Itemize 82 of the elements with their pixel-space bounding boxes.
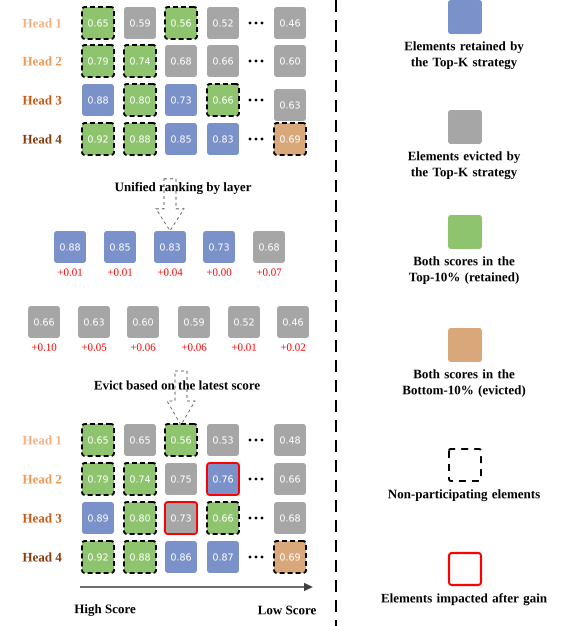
legend-label: Elements impacted after gain (381, 593, 547, 606)
score-box: 0.85 (165, 123, 197, 155)
score-box: 0.69 (273, 122, 307, 156)
block-arrow (155, 178, 185, 232)
gain-value: +0.02 (280, 343, 306, 351)
score-box: 0.88 (82, 84, 114, 116)
score-box: 0.56 (164, 6, 198, 40)
head-label: Head 4 (22, 134, 62, 144)
score-box: 0.80 (123, 83, 157, 117)
gain-value: +0.06 (130, 343, 156, 351)
score-box: 0.59 (178, 306, 210, 338)
score-box: 0.48 (274, 424, 306, 456)
score-box: 0.87 (207, 541, 239, 573)
score-box: 0.92 (81, 540, 115, 574)
gain-value: +0.04 (158, 268, 183, 276)
score-box: 0.66 (206, 83, 240, 117)
gain-value: +0.05 (82, 343, 106, 351)
score-box: 0.89 (82, 502, 114, 534)
score-box: 0.53 (207, 424, 239, 456)
score-box: 0.73 (203, 231, 235, 263)
head-label: Head 1 (22, 18, 62, 28)
score-box: 0.65 (124, 424, 156, 456)
head-label: Head 3 (22, 513, 62, 523)
gain-value: +0.00 (206, 268, 232, 276)
gain-value: +0.07 (256, 268, 282, 276)
score-box: 0.66 (28, 306, 60, 338)
score-box: 0.83 (207, 123, 239, 155)
score-box: 0.79 (81, 462, 115, 496)
legend-label: Elements evicted by the Top-K strategy (408, 151, 520, 180)
score-box: 0.88 (123, 122, 157, 156)
score-box: 0.46 (274, 7, 306, 39)
score-box: 0.66 (274, 463, 306, 495)
axis-label: Low Score (258, 606, 316, 614)
gain-value: +0.10 (32, 343, 56, 351)
score-box: 0.68 (165, 45, 197, 77)
head-label: Head 1 (22, 435, 62, 445)
score-box: 0.86 (165, 541, 197, 573)
score-box: 0.69 (273, 540, 307, 574)
score-box: 0.76 (206, 462, 240, 496)
score-box: 0.65 (81, 423, 115, 457)
score-box: 0.46 (277, 306, 309, 338)
score-box: 0.79 (81, 44, 115, 78)
step-label: Evict based on the latest score (94, 380, 260, 390)
block-arrow (166, 370, 196, 426)
legend-label: Both scores in the Top-10% (retained) (408, 256, 519, 284)
score-box: 0.66 (207, 45, 239, 77)
score-box: 0.60 (127, 306, 159, 338)
score-box: 0.68 (274, 502, 306, 534)
score-box: 0.83 (154, 231, 186, 263)
score-box: 0.63 (274, 89, 306, 121)
gain-value: +0.01 (108, 268, 132, 276)
score-box: 0.73 (165, 84, 197, 116)
legend-label: Both scores in the Bottom-10% (evicted) (402, 369, 526, 397)
head-label: Head 2 (22, 56, 62, 66)
score-box: 0.85 (104, 231, 136, 263)
axis-label: High Score (74, 604, 136, 616)
score-box: 0.88 (54, 231, 86, 263)
head-label: Head 3 (22, 95, 62, 105)
score-box: 0.68 (253, 231, 285, 263)
score-box: 0.52 (228, 306, 260, 338)
head-label: Head 4 (22, 552, 62, 562)
score-box: 0.63 (78, 306, 110, 338)
score-box: 0.60 (274, 45, 306, 77)
gain-value: +0.06 (182, 343, 206, 351)
score-box: 0.73 (164, 501, 198, 535)
head-label: Head 2 (22, 474, 62, 484)
gain-value: +0.01 (232, 343, 256, 351)
score-box: 0.65 (81, 6, 115, 40)
score-box: 0.80 (123, 501, 157, 535)
score-box: 0.88 (123, 540, 157, 574)
legend-label: Non-participating elements (388, 489, 540, 502)
legend-label: Elements retained by the Top-K strategy (404, 41, 524, 70)
score-box: 0.66 (206, 501, 240, 535)
step-label: Unified ranking by layer (114, 182, 252, 194)
score-box: 0.74 (123, 44, 157, 78)
score-box: 0.75 (165, 463, 197, 495)
gain-value: +0.01 (58, 268, 82, 276)
score-box: 0.92 (81, 122, 115, 156)
score-box: 0.52 (207, 7, 239, 39)
score-box: 0.59 (124, 7, 156, 39)
score-box: 0.74 (123, 462, 157, 496)
score-box: 0.56 (164, 423, 198, 457)
